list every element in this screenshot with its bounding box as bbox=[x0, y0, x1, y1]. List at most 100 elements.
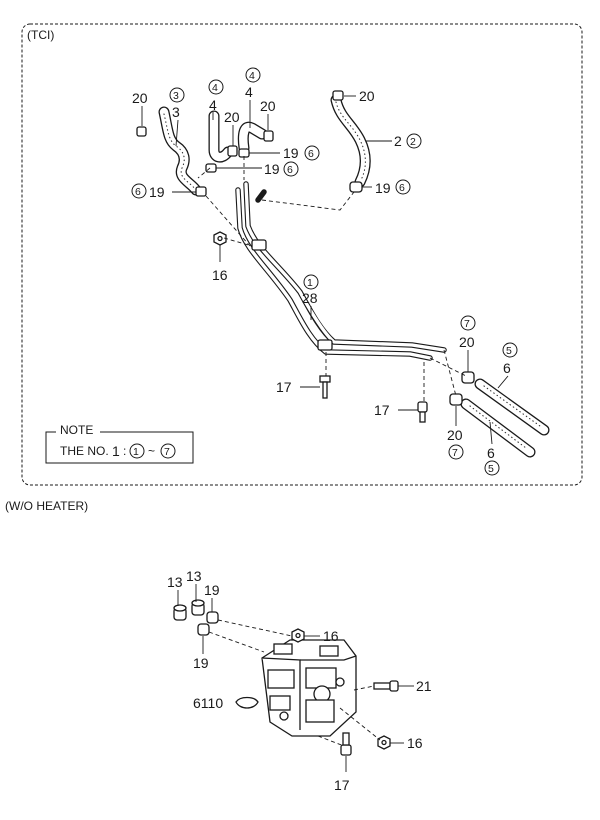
callout-20: 20 bbox=[459, 334, 475, 350]
callout-3: 3 bbox=[172, 104, 180, 120]
callout-text: 7 bbox=[164, 446, 170, 458]
callout-text: 6 bbox=[308, 148, 314, 160]
callout-ring bbox=[502, 342, 518, 358]
bolt-21 bbox=[373, 680, 399, 692]
hose-6-upper bbox=[474, 378, 550, 436]
callout-text: 1 bbox=[133, 446, 139, 458]
note-number: 1 bbox=[112, 443, 120, 459]
wo-leader-lines bbox=[177, 584, 414, 772]
callout-20: 20 bbox=[359, 88, 375, 104]
part-tag bbox=[235, 696, 259, 709]
tci-callouts: 20 3 3 4 4 20 4 4 20 20 2 2 19 6 19 6 19… bbox=[131, 67, 518, 476]
hose-2 bbox=[330, 94, 371, 188]
clamp-20 bbox=[332, 90, 344, 101]
callout-17: 17 bbox=[374, 402, 390, 418]
note-colon: : bbox=[123, 444, 126, 458]
heater-unit-6110 bbox=[261, 639, 357, 737]
callout-2: 2 bbox=[394, 133, 402, 149]
note-ring-from bbox=[129, 443, 145, 459]
callout-text: 2 bbox=[410, 136, 416, 148]
callout-4: 4 bbox=[209, 97, 217, 113]
pipe-assembly-28 bbox=[235, 181, 447, 361]
bolt-17 bbox=[340, 732, 352, 756]
cap-13 bbox=[173, 604, 187, 621]
callout-ring bbox=[304, 145, 320, 161]
hose-4-b bbox=[237, 121, 268, 154]
callout-6: 6 bbox=[487, 445, 495, 461]
callout-text: 7 bbox=[464, 318, 470, 330]
callout-ring bbox=[208, 79, 224, 95]
pipe-bracket bbox=[251, 239, 267, 251]
clamp-19 bbox=[205, 163, 217, 173]
callout-16: 16 bbox=[212, 267, 228, 283]
callout-16: 16 bbox=[323, 628, 339, 644]
clamp-20 bbox=[227, 145, 238, 157]
hose-3 bbox=[158, 106, 202, 196]
tci-section-title: (TCI) bbox=[27, 28, 54, 42]
clamp-20 bbox=[136, 126, 147, 137]
callout-text: 1 bbox=[307, 277, 313, 289]
callout-19: 19 bbox=[375, 180, 391, 196]
callout-20: 20 bbox=[132, 90, 148, 106]
callout-text: 7 bbox=[452, 447, 458, 459]
callout-19: 19 bbox=[193, 655, 209, 671]
cap-13 bbox=[191, 599, 205, 616]
clamp-19 bbox=[206, 611, 219, 624]
leader-lines bbox=[141, 95, 509, 445]
callout-17: 17 bbox=[276, 379, 292, 395]
callout-16: 16 bbox=[407, 735, 423, 751]
note-tilde: ~ bbox=[148, 444, 155, 458]
nut-16 bbox=[213, 231, 227, 246]
callout-13: 13 bbox=[186, 568, 202, 584]
callout-6: 6 bbox=[503, 360, 511, 376]
callout-text: 5 bbox=[488, 463, 494, 475]
callout-ring bbox=[406, 133, 422, 149]
callout-ring bbox=[169, 87, 185, 103]
callout-19: 19 bbox=[264, 161, 280, 177]
hose-4-a bbox=[208, 110, 234, 163]
callout-text: 6 bbox=[287, 164, 293, 176]
clamp-20 bbox=[263, 130, 274, 142]
clamp-19 bbox=[238, 148, 250, 158]
callout-28: 28 bbox=[302, 290, 318, 306]
clamp-20 bbox=[461, 371, 475, 384]
note-ring-to bbox=[160, 443, 176, 459]
callout-21: 21 bbox=[416, 678, 432, 694]
callout-ring bbox=[131, 183, 147, 199]
hose-6-lower bbox=[460, 398, 536, 458]
callout-20: 20 bbox=[447, 427, 463, 443]
callout-text: 6 bbox=[135, 186, 141, 198]
callout-ring bbox=[303, 274, 319, 290]
callout-4: 4 bbox=[245, 84, 253, 100]
callout-ring bbox=[460, 315, 476, 331]
callout-text: 6 bbox=[399, 182, 405, 194]
clamp-19 bbox=[195, 186, 207, 197]
bolt-17 bbox=[417, 401, 428, 423]
nut-16 bbox=[291, 628, 305, 643]
dashed-leaders bbox=[197, 156, 467, 402]
callout-ring bbox=[484, 460, 500, 476]
note-prefix: THE NO. bbox=[60, 444, 109, 458]
callout-19: 19 bbox=[283, 145, 299, 161]
wo-dashed-leaders bbox=[208, 619, 381, 747]
wo-heater-section-title: (W/O HEATER) bbox=[5, 499, 88, 513]
callout-6110: 6110 bbox=[193, 695, 223, 711]
callout-ring bbox=[245, 67, 261, 83]
callout-text: 4 bbox=[212, 82, 218, 94]
wo-callouts: 13 13 19 19 16 21 6110 16 17 bbox=[167, 568, 432, 793]
clamp-19 bbox=[349, 181, 363, 193]
tci-section-frame bbox=[21, 23, 583, 486]
callout-ring bbox=[448, 444, 464, 460]
clamp-19 bbox=[197, 623, 210, 636]
callout-13: 13 bbox=[167, 574, 183, 590]
clamp-20 bbox=[449, 393, 463, 406]
callout-20: 20 bbox=[224, 109, 240, 125]
callout-17: 17 bbox=[334, 777, 350, 793]
nut-16 bbox=[377, 735, 391, 750]
callout-ring bbox=[283, 161, 299, 177]
note-title: NOTE bbox=[60, 423, 93, 437]
pipe-bracket bbox=[317, 339, 333, 351]
callout-19: 19 bbox=[149, 184, 165, 200]
note-box: NOTE THE NO. 1 : 1 ~ 7 bbox=[45, 423, 194, 464]
